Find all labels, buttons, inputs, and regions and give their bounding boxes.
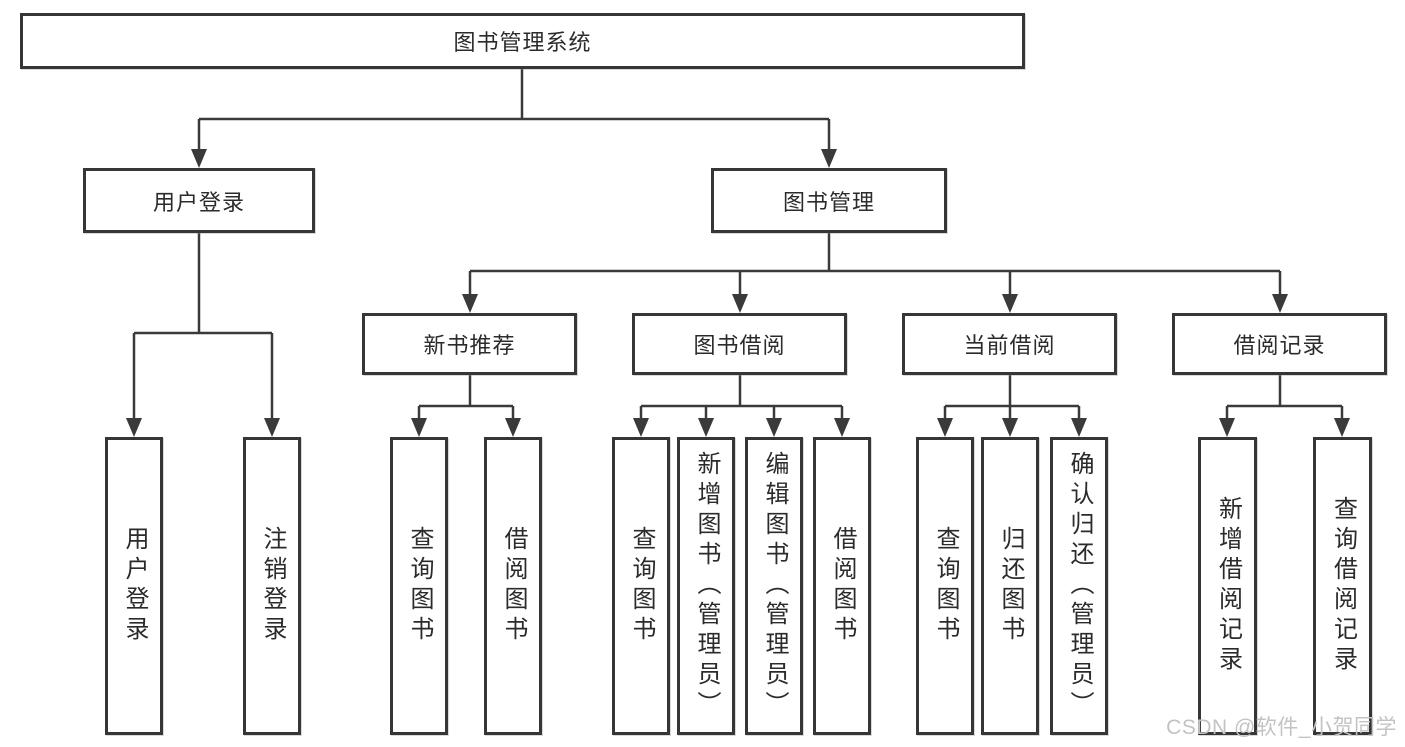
leaf-query-books-recommend: 查询图书 (390, 437, 448, 735)
leaf-add-book-admin: 新增图书（管理员） (677, 437, 735, 735)
node-book-management: 图书管理 (711, 168, 947, 233)
node-borrowing-records: 借阅记录 (1172, 313, 1387, 375)
leaf-logout: 注销登录 (243, 437, 301, 735)
connector-borrowing-records-to-leaves (1219, 375, 1350, 437)
node-new-book-recommendation: 新书推荐 (362, 313, 577, 375)
connector-root-to-level2 (191, 69, 837, 168)
node-library-management-system: 图书管理系统 (20, 13, 1025, 69)
connector-book-management-to-level3 (462, 233, 1288, 313)
connector-user-login-to-leaves (126, 233, 280, 437)
node-user-login: 用户登录 (83, 168, 315, 233)
leaf-query-books-current: 查询图书 (916, 437, 974, 735)
leaf-edit-book-admin: 编辑图书（管理员） (745, 437, 803, 735)
connector-book-borrowing-to-leaves (633, 375, 850, 437)
leaf-borrow-books-recommend: 借阅图书 (484, 437, 542, 735)
leaf-add-borrow-record: 新增借阅记录 (1198, 437, 1257, 735)
leaf-query-borrow-record: 查询借阅记录 (1313, 437, 1372, 735)
node-book-borrowing: 图书借阅 (632, 313, 847, 375)
leaf-confirm-return-admin: 确认归还（管理员） (1050, 437, 1108, 735)
leaf-return-book: 归还图书 (981, 437, 1039, 735)
node-current-borrowing: 当前借阅 (902, 313, 1117, 375)
leaf-user-login: 用户登录 (105, 437, 163, 735)
connector-new-book-recommendation-to-leaves (411, 375, 521, 437)
connector-current-borrowing-to-leaves (937, 375, 1087, 437)
leaf-query-books-borrowing: 查询图书 (612, 437, 670, 735)
leaf-borrow-books-borrowing: 借阅图书 (813, 437, 871, 735)
